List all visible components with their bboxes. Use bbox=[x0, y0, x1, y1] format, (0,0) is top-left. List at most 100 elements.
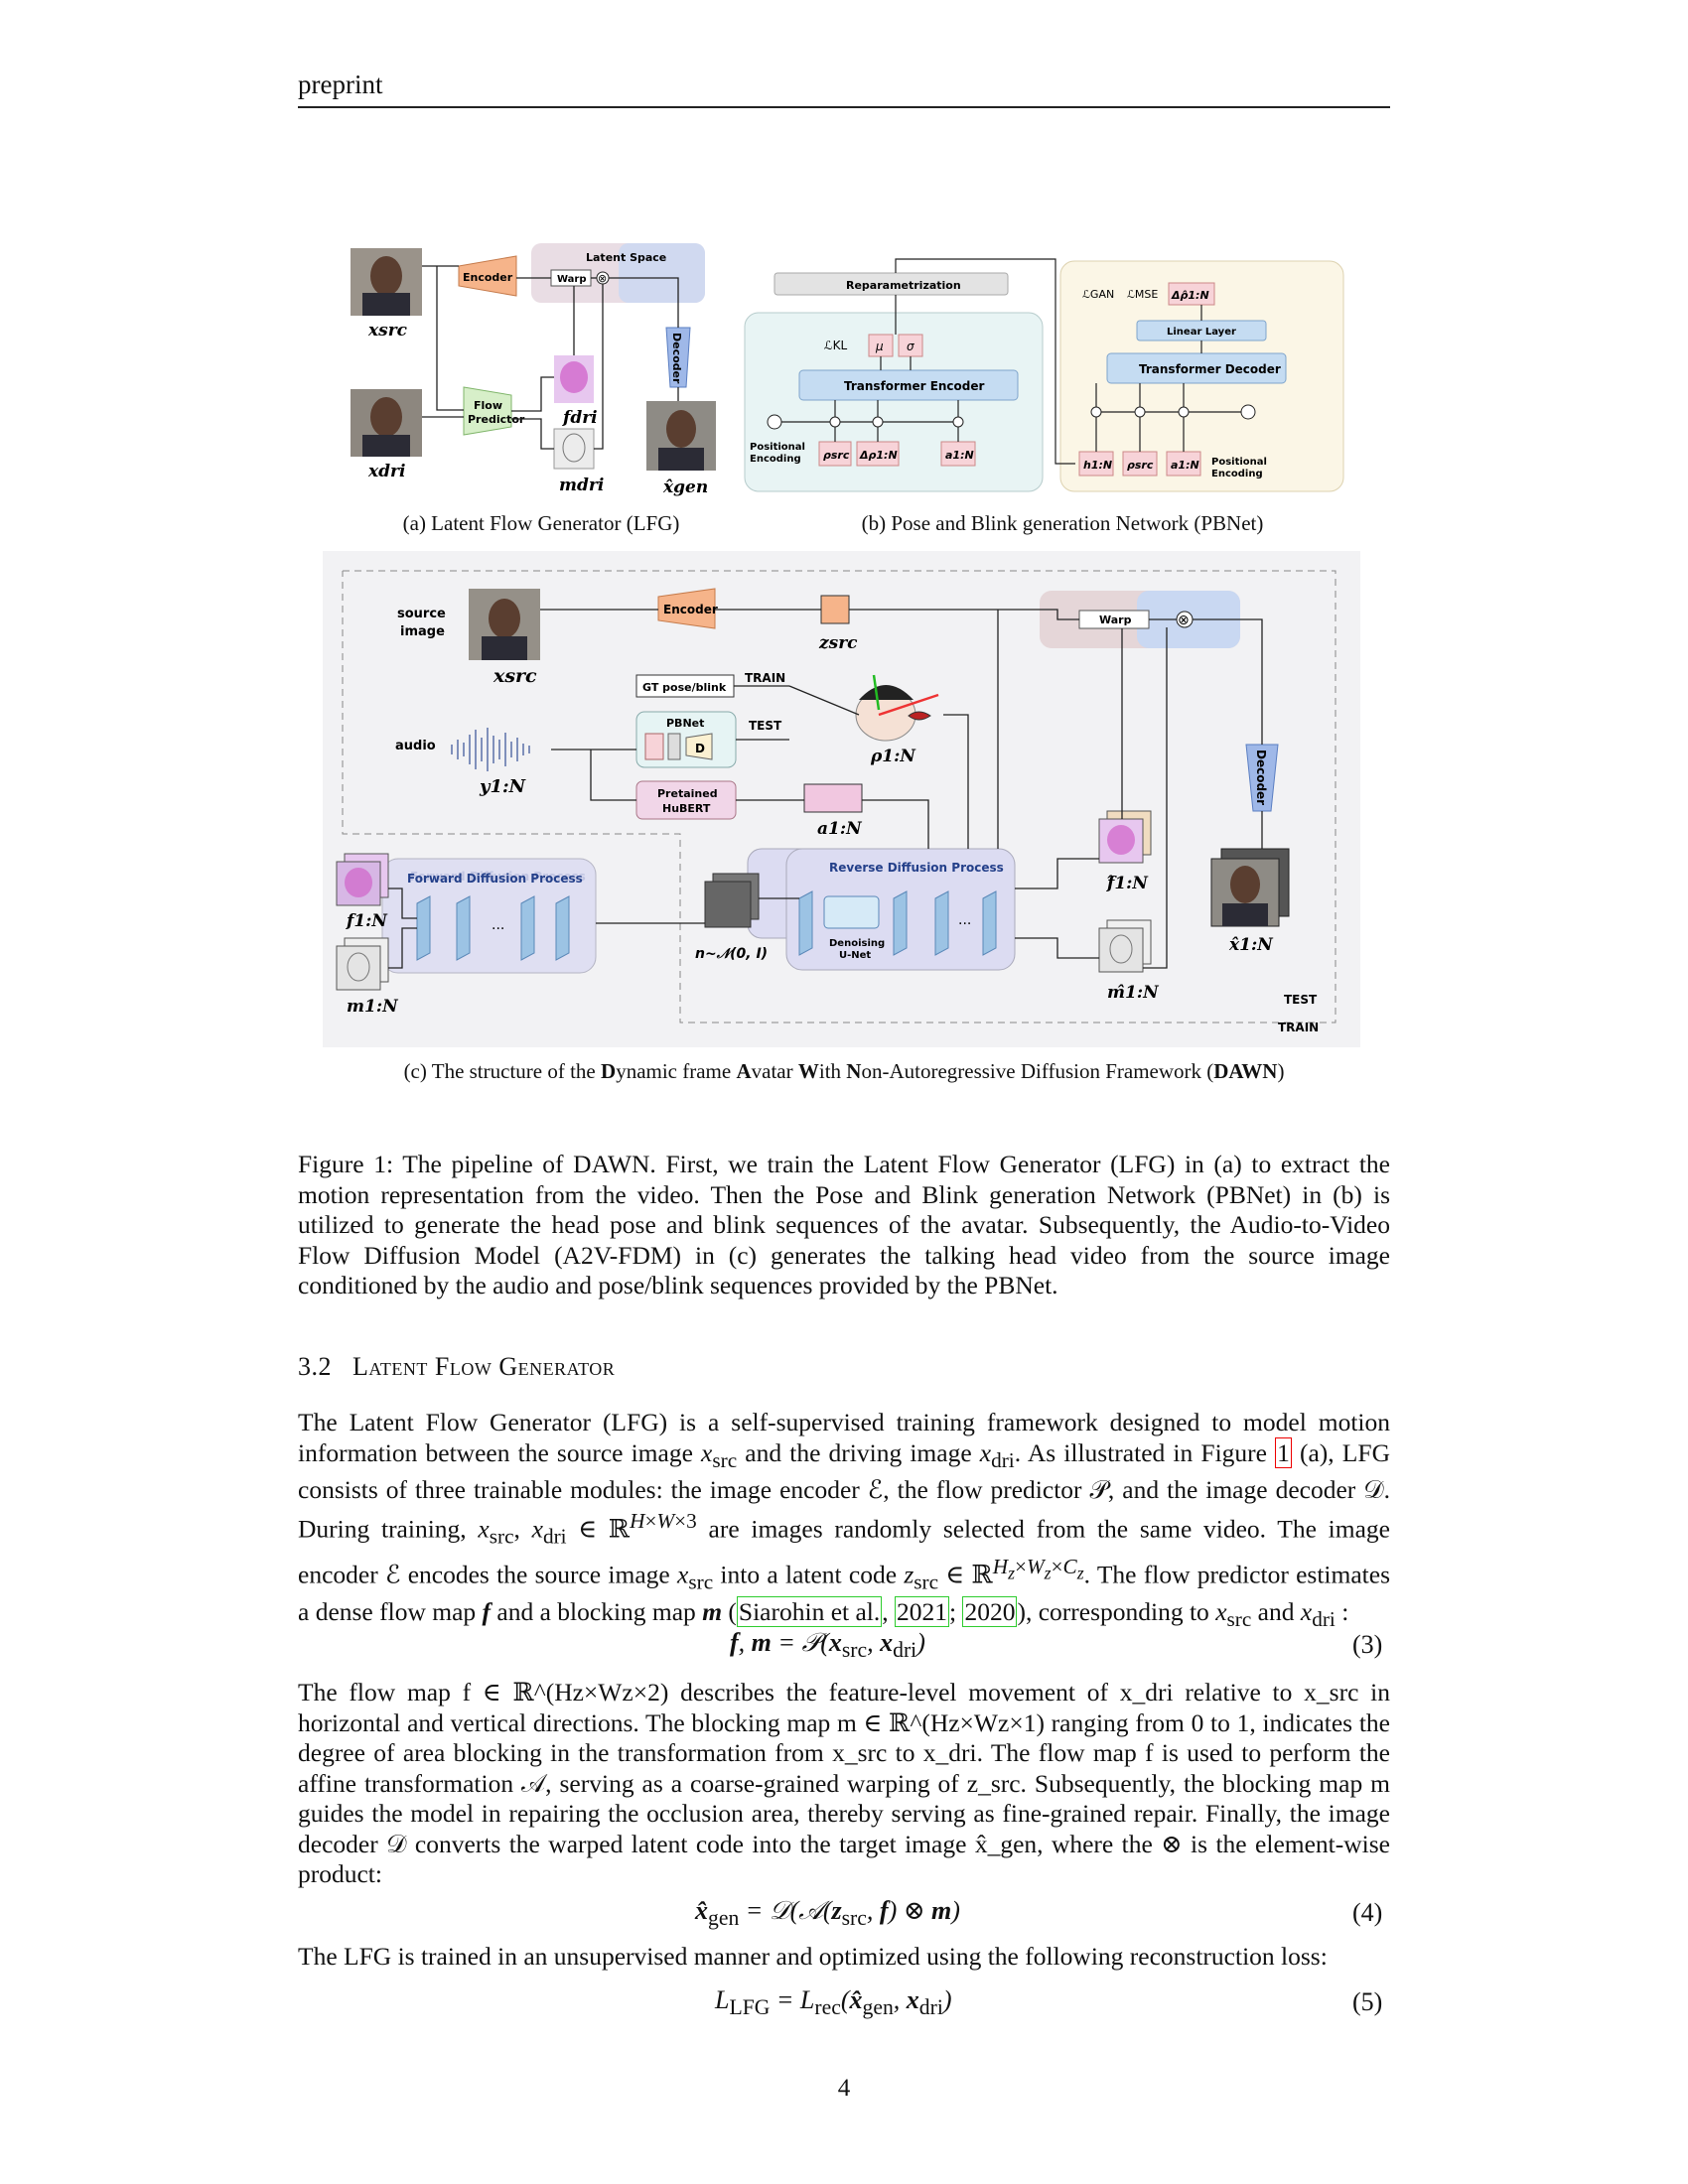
label-x-hat: 𝒙̂1:N bbox=[1228, 935, 1274, 955]
m-dri-image bbox=[553, 428, 595, 470]
label-m-hat: 𝒎̂1:N bbox=[1107, 983, 1160, 1003]
hubert-label-2: HuBERT bbox=[662, 802, 711, 815]
label-x-dri: 𝒙dri bbox=[367, 462, 405, 481]
label-m-1n: 𝒎1:N bbox=[347, 997, 399, 1017]
figure-ref-link[interactable]: 1 bbox=[1275, 1436, 1292, 1468]
label-x-src: 𝒙src bbox=[367, 321, 408, 341]
svg-text:⊗: ⊗ bbox=[598, 272, 607, 285]
flow-predictor-block bbox=[463, 386, 512, 436]
source-image-label-1: source bbox=[397, 607, 446, 621]
label-z-src: 𝒛src bbox=[818, 633, 858, 653]
label-f-hat: 𝒇̂1:N bbox=[1106, 874, 1149, 893]
hubert-label-1: Pretained bbox=[657, 787, 718, 800]
positional-encoding-icon bbox=[767, 414, 782, 430]
gt-pose-label: GT pose/blink bbox=[642, 681, 727, 694]
face-x-dri bbox=[351, 389, 422, 457]
face-source-c bbox=[469, 589, 540, 660]
f-hat-stack bbox=[1098, 810, 1152, 864]
head-pose-icon bbox=[855, 674, 939, 742]
a-1n-box bbox=[940, 441, 976, 467]
warp-label-c: Warp bbox=[1099, 614, 1132, 626]
figure-panel-a: 𝒙src 𝒙dri Encoder Flow Predictor Latent … bbox=[351, 243, 716, 497]
a-1n-dec-label: a1:N bbox=[1171, 459, 1199, 472]
loss-mse: ℒMSE bbox=[1127, 288, 1158, 301]
mu-label: μ bbox=[875, 340, 884, 353]
equation-4-number: (4) bbox=[1352, 1898, 1383, 1927]
denoising-label-2: U-Net bbox=[839, 950, 871, 961]
encoder-block-c bbox=[657, 588, 716, 629]
pbnet-decoder-shape bbox=[685, 733, 713, 760]
label-m-dri: 𝒎dri bbox=[559, 476, 604, 495]
encoder-label-c: Encoder bbox=[663, 603, 718, 616]
section-heading: 3.2 Latent Flow Generator bbox=[298, 1352, 1390, 1382]
warp-label: Warp bbox=[557, 274, 587, 285]
reparam-box bbox=[774, 272, 1009, 296]
forward-diffusion-region bbox=[381, 858, 597, 974]
section-number: 3.2 bbox=[298, 1352, 332, 1381]
transformer-encoder-box bbox=[798, 369, 1019, 401]
reverse-diffusion-label: Reverse Diffusion Process bbox=[829, 861, 1004, 875]
panel-c-arrows bbox=[388, 609, 1263, 969]
train-switch-label: TRAIN bbox=[745, 671, 785, 685]
citation-2020[interactable]: 2020 bbox=[962, 1595, 1018, 1627]
paragraph-3: The LFG is trained in an unsupervised ma… bbox=[298, 1942, 1328, 1971]
label-f-1n: 𝒇1:N bbox=[346, 911, 388, 931]
rho-src-dec-label: ρsrc bbox=[1127, 459, 1154, 472]
test-switch-label: TEST bbox=[749, 719, 782, 733]
h-1n-box bbox=[1078, 451, 1114, 477]
svg-text:⊗: ⊗ bbox=[1178, 613, 1190, 628]
label-rho-1n: 𝝆1:N bbox=[870, 747, 916, 766]
denoising-label-1: Denoising bbox=[829, 938, 885, 949]
face-x-gen bbox=[646, 401, 716, 471]
delta-rho-label: Δρ1:N bbox=[859, 449, 898, 462]
linear-layer-label: Linear Layer bbox=[1167, 327, 1236, 338]
label-f-dri: 𝒇dri bbox=[562, 408, 598, 428]
section-title: Latent Flow Generator bbox=[352, 1352, 616, 1381]
running-header: preprint bbox=[298, 69, 383, 99]
decoder-block-c bbox=[1245, 744, 1279, 812]
train-region-label: TRAIN bbox=[1278, 1021, 1319, 1034]
audio-label: audio bbox=[395, 739, 436, 753]
pos-enc-dec-label-2: Encoding bbox=[1211, 469, 1263, 479]
svg-text:···: ··· bbox=[492, 921, 504, 937]
test-region-label: TEST bbox=[1284, 993, 1318, 1007]
positional-encoding-dec-icon bbox=[1240, 404, 1256, 420]
decoder-label-c: Decoder bbox=[1254, 750, 1268, 805]
citation-2021[interactable]: 2021 bbox=[895, 1595, 949, 1627]
x-hat-stack bbox=[1210, 848, 1290, 927]
header-rule bbox=[298, 106, 1390, 108]
panel-b-caption: (b) Pose and Blink generation Network (P… bbox=[861, 511, 1264, 535]
m-1n-stack bbox=[336, 937, 389, 991]
delta-rho-box bbox=[856, 441, 900, 467]
page-number: 4 bbox=[837, 2075, 851, 2102]
equation-5: LLFG = Lrec(x̂gen, xdri) bbox=[715, 1985, 952, 2020]
audio-waveform bbox=[451, 728, 530, 771]
m-hat-stack bbox=[1098, 919, 1152, 973]
pbnet-d-label: D bbox=[695, 742, 705, 755]
panel-c-caption: (c) The structure of the Dynamic frame A… bbox=[403, 1059, 1285, 1083]
figure-panel-c: source image 𝒙src Encoder 𝒛src Warp ⊗ De… bbox=[323, 551, 1360, 1047]
delta-rho-out-label: Δρ̂1:N bbox=[1171, 289, 1209, 302]
unet-icon bbox=[823, 895, 880, 929]
pos-enc-label-2: Encoding bbox=[750, 454, 801, 465]
loss-gan: ℒGAN bbox=[1082, 288, 1114, 301]
equation-5-number: (5) bbox=[1352, 1987, 1383, 2016]
decoder-label: Decoder bbox=[670, 333, 683, 384]
pbnet-label: PBNet bbox=[666, 717, 704, 730]
delta-rho-out-box bbox=[1168, 282, 1215, 306]
decoder-block bbox=[665, 327, 691, 388]
equation-3: f, m = 𝒫(xsrc, xdri) bbox=[730, 1628, 925, 1663]
transformer-decoder-box bbox=[1106, 352, 1287, 384]
f-1n-stack bbox=[336, 853, 389, 906]
paragraph-2: The flow map f ∈ ℝ^(Hz×Wz×2) describes t… bbox=[298, 1678, 1390, 1888]
equation-3-number: (3) bbox=[1352, 1630, 1383, 1659]
pbnet-mu-sigma bbox=[644, 733, 664, 760]
figure-caption: Figure 1: The pipeline of DAWN. First, w… bbox=[298, 1150, 1390, 1299]
citation-siarohin[interactable]: Siarohin et al. bbox=[736, 1595, 883, 1627]
svg-text:Forward Diffusion Process: Forward Diffusion Process bbox=[407, 872, 583, 886]
noise-stack bbox=[704, 873, 760, 928]
source-image-label-2: image bbox=[400, 624, 445, 639]
reverse-diffusion-blocks bbox=[798, 890, 997, 956]
label-x-src-c: 𝒙src bbox=[492, 665, 537, 687]
transformer-encoder-label: Transformer Encoder bbox=[844, 379, 985, 393]
